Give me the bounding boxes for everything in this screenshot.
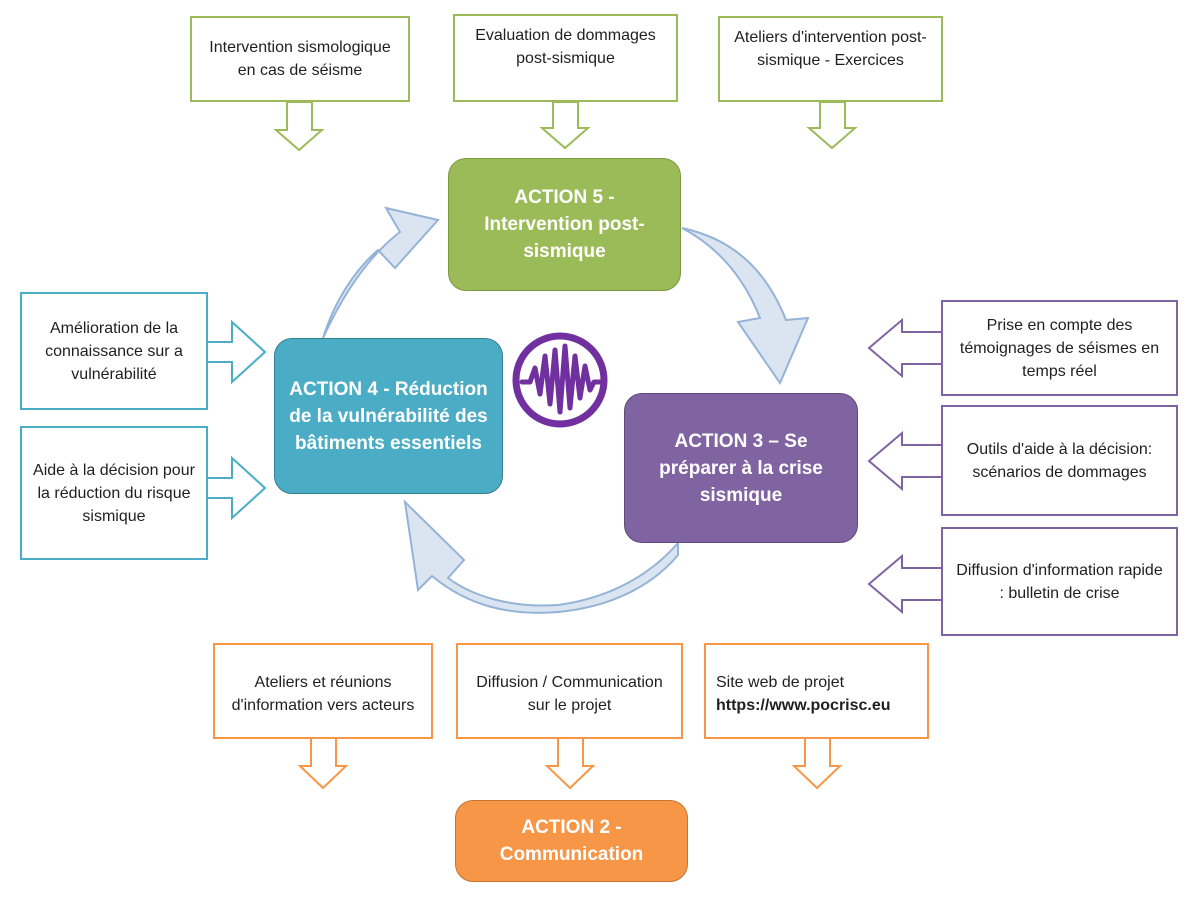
orange-arrow-3 <box>791 737 843 790</box>
action-2-box: ACTION 2 - Communication <box>455 800 688 882</box>
green-arrow-3 <box>806 101 858 150</box>
callout-text: Intervention sismologique en cas de séis… <box>209 39 391 79</box>
callout-aide-decision: Aide à la décision pour la réduction du … <box>20 426 208 560</box>
website-link[interactable]: https://www.pocrisc.eu <box>716 697 891 714</box>
website-label: Site web de projet <box>716 674 845 691</box>
action-4-box: ACTION 4 - Réduction de la vulnérabilité… <box>274 338 503 494</box>
action-5-box: ACTION 5 - Intervention post-sismique <box>448 158 681 291</box>
callout-text: Prise en compte des témoignages de séism… <box>959 316 1160 380</box>
orange-arrow-2 <box>544 737 596 790</box>
action-3-box: ACTION 3 – Se préparer à la crise sismiq… <box>624 393 858 543</box>
cycle-arrow-action3-to-action4 <box>403 499 679 614</box>
callout-diffusion-information: Diffusion d'information rapide : bulleti… <box>941 527 1178 636</box>
callout-text: Amélioration de la connaissance sur a vu… <box>45 319 183 383</box>
action-3-title: ACTION 3 – Se préparer à la crise sismiq… <box>659 430 823 506</box>
green-arrow-2 <box>539 101 591 150</box>
callout-text: Diffusion d'information rapide : bulleti… <box>956 561 1163 602</box>
purple-arrow-1 <box>867 317 943 379</box>
cycle-arrow-action4-to-action5 <box>322 206 440 339</box>
callout-temoignages: Prise en compte des témoignages de séism… <box>941 300 1178 396</box>
callout-intervention-sismologique: Intervention sismologique en cas de séis… <box>190 16 410 102</box>
blue-arrow-1 <box>206 319 267 385</box>
action-5-title: ACTION 5 - Intervention post-sismique <box>484 187 645 262</box>
purple-arrow-2 <box>867 430 943 492</box>
callout-text: Diffusion / Communication sur le projet <box>476 674 663 714</box>
action-4-title: ACTION 4 - Réduction de la vulnérabilité… <box>289 378 488 454</box>
callout-ateliers-intervention: Ateliers d'intervention post-sismique - … <box>718 16 943 102</box>
orange-arrow-1 <box>297 737 349 790</box>
callout-text: Ateliers et réunions d'information vers … <box>231 674 415 714</box>
green-arrow-1 <box>273 101 325 152</box>
purple-arrow-3 <box>867 553 943 615</box>
callout-ateliers-reunions: Ateliers et réunions d'information vers … <box>213 643 433 739</box>
callout-text: Outils d'aide à la décision: scénarios d… <box>966 440 1153 481</box>
callout-amelioration-connaissance: Amélioration de la connaissance sur a vu… <box>20 292 208 410</box>
cycle-arrow-action5-to-action3 <box>681 227 810 386</box>
callout-diffusion-communication: Diffusion / Communication sur le projet <box>456 643 683 739</box>
blue-arrow-2 <box>206 455 267 521</box>
callout-site-web: Site web de projet https://www.pocrisc.e… <box>704 643 929 739</box>
seismic-wave-icon <box>512 332 608 428</box>
callout-evaluation-dommages: Evaluation de dommages post-sismique <box>453 14 678 102</box>
callout-text: Aide à la décision pour la réduction du … <box>33 461 195 525</box>
callout-text: Ateliers d'intervention post-sismique - … <box>734 29 927 69</box>
callout-text: Evaluation de dommages post-sismique <box>475 27 656 67</box>
action-2-title: ACTION 2 - Communication <box>499 817 644 865</box>
callout-outils-aide: Outils d'aide à la décision: scénarios d… <box>941 405 1178 516</box>
